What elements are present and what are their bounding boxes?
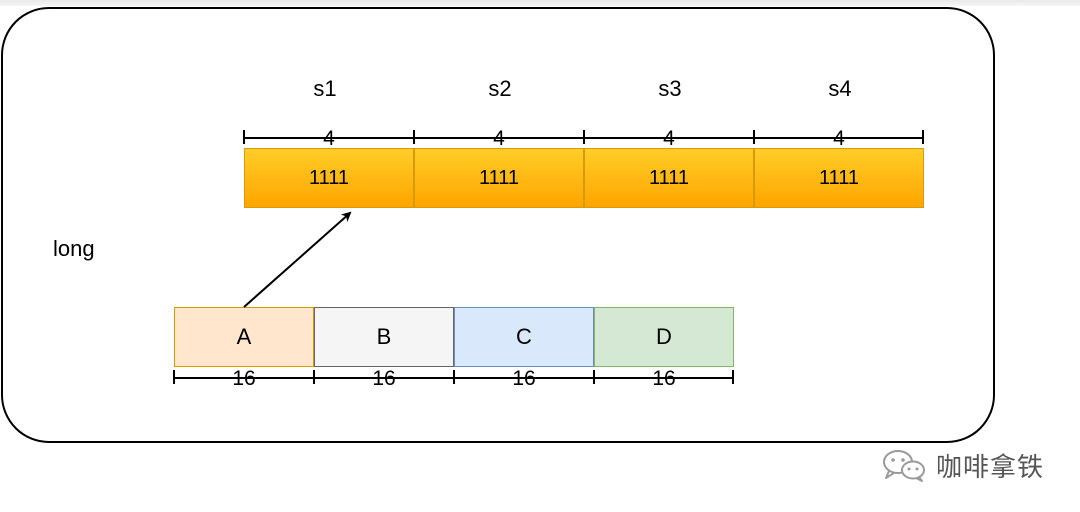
segment-cell-s3: 1111 bbox=[584, 148, 754, 208]
cell-b: B bbox=[314, 307, 454, 367]
ruler-tick bbox=[732, 370, 734, 384]
ruler-tick bbox=[413, 130, 415, 144]
ruler-tick bbox=[753, 130, 755, 144]
diagram-frame bbox=[1, 7, 995, 443]
segment-width-s4: 4 bbox=[833, 127, 845, 150]
segment-width-s2: 4 bbox=[493, 127, 505, 150]
cell-width-a: 16 bbox=[232, 367, 256, 390]
ruler-tick bbox=[922, 130, 924, 144]
segment-width-s3: 4 bbox=[663, 127, 675, 150]
cell-c: C bbox=[454, 307, 594, 367]
top-rule bbox=[0, 0, 1080, 6]
cell-width-c: 16 bbox=[512, 367, 536, 390]
segment-label-s4: s4 bbox=[828, 76, 852, 101]
wechat-icon bbox=[883, 450, 925, 482]
cell-width-b: 16 bbox=[372, 367, 396, 390]
segment-width-s1: 4 bbox=[323, 127, 335, 150]
ruler-tick bbox=[173, 370, 175, 384]
segment-cell-s1: 1111 bbox=[244, 148, 414, 208]
ruler-tick bbox=[243, 130, 245, 144]
watermark-text: 咖啡拿铁 bbox=[936, 451, 1045, 482]
cell-width-d: 16 bbox=[652, 367, 676, 390]
watermark: 咖啡拿铁 bbox=[880, 445, 1044, 485]
segment-label-s1: s1 bbox=[313, 76, 337, 101]
ruler-tick bbox=[593, 370, 595, 384]
segment-label-s3: s3 bbox=[658, 76, 682, 101]
segment-cell-s4: 1111 bbox=[754, 148, 924, 208]
segment-cell-s2: 1111 bbox=[414, 148, 584, 208]
ruler-tick bbox=[453, 370, 455, 384]
ruler-tick bbox=[583, 130, 585, 144]
cell-d: D bbox=[594, 307, 734, 367]
ruler-tick bbox=[313, 370, 315, 384]
long-label: long bbox=[53, 236, 95, 261]
segment-label-s2: s2 bbox=[488, 76, 512, 101]
cell-a: A bbox=[174, 307, 314, 367]
